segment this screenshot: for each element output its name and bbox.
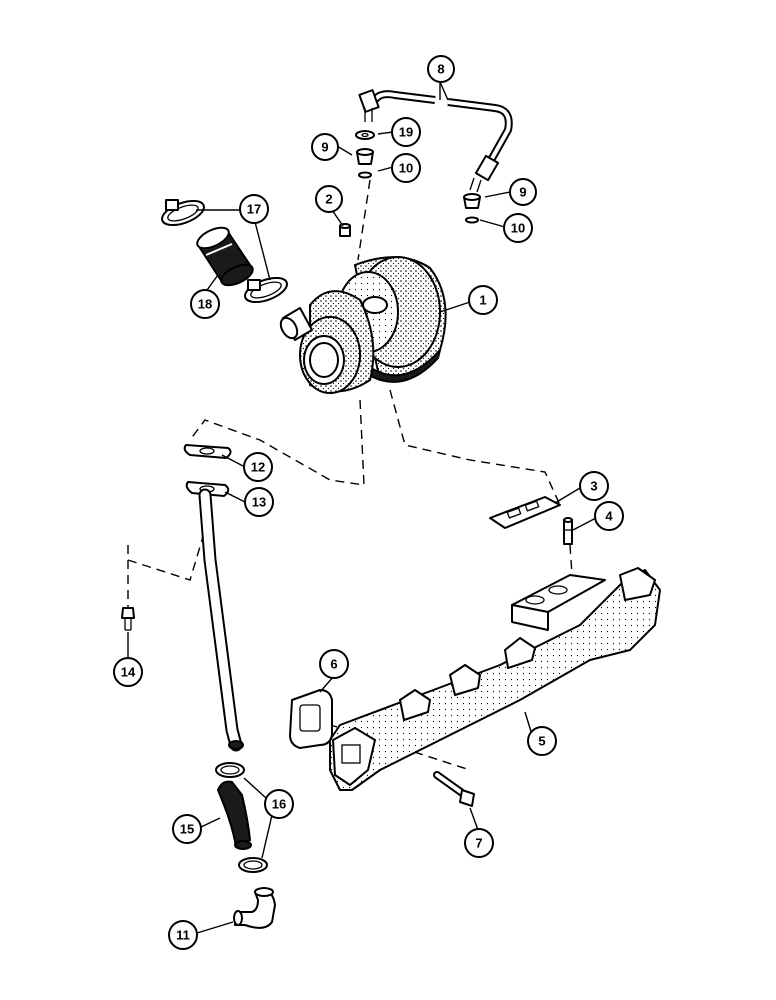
svg-text:14: 14 — [121, 665, 136, 680]
callout-3: 3 — [579, 471, 609, 501]
svg-text:9: 9 — [321, 140, 328, 155]
callout-17: 17 — [239, 194, 269, 224]
svg-text:18: 18 — [198, 297, 212, 312]
callout-4: 4 — [594, 501, 624, 531]
svg-text:19: 19 — [399, 125, 413, 140]
assembly-dashed-lines — [127, 179, 573, 771]
exhaust-manifold — [329, 567, 661, 791]
svg-text:5: 5 — [538, 734, 545, 749]
drain-hose-clamp-upper — [215, 762, 245, 778]
callout-10-left: 10 — [391, 153, 421, 183]
hose-clamp-upper — [161, 199, 205, 227]
callout-12: 12 — [243, 452, 273, 482]
callout-2: 2 — [315, 185, 343, 213]
drain-hose — [216, 780, 252, 850]
banjo-fitting-right — [463, 193, 481, 224]
callout-1: 1 — [468, 285, 498, 315]
intake-hose — [196, 226, 254, 287]
callout-13: 13 — [244, 487, 274, 517]
svg-text:17: 17 — [247, 202, 261, 217]
svg-text:8: 8 — [437, 62, 444, 77]
turbocharger — [279, 256, 447, 394]
callout-14: 14 — [113, 657, 143, 687]
end-flange-gasket — [289, 689, 333, 749]
callout-7: 7 — [464, 828, 494, 858]
oil-feed-pipe — [358, 89, 513, 193]
svg-text:15: 15 — [180, 822, 194, 837]
svg-text:7: 7 — [475, 836, 482, 851]
manifold-gasket — [489, 496, 561, 529]
svg-text:3: 3 — [590, 479, 597, 494]
oil-drain-tube — [198, 488, 244, 752]
bolt-short — [121, 607, 135, 631]
hose-clamp-lower — [244, 276, 288, 304]
svg-text:13: 13 — [252, 495, 266, 510]
svg-text:10: 10 — [399, 161, 413, 176]
svg-text:10: 10 — [511, 221, 525, 236]
callout-18: 18 — [190, 289, 220, 319]
callout-10-right: 10 — [503, 213, 533, 243]
svg-text:4: 4 — [605, 509, 613, 524]
banjo-fitting-left — [355, 130, 375, 179]
svg-text:12: 12 — [251, 460, 265, 475]
svg-text:16: 16 — [272, 797, 286, 812]
svg-text:6: 6 — [330, 657, 337, 672]
stud — [339, 223, 351, 237]
callout-15: 15 — [172, 814, 202, 844]
callout-6: 6 — [319, 649, 349, 679]
svg-text:9: 9 — [519, 185, 526, 200]
svg-text:2: 2 — [325, 192, 332, 207]
callout-16: 16 — [264, 789, 294, 819]
leader-lines — [127, 81, 597, 934]
callout-9-left: 9 — [311, 133, 339, 161]
callout-5: 5 — [527, 726, 557, 756]
svg-text:11: 11 — [176, 928, 190, 943]
dowel-pin — [563, 517, 573, 545]
flange-gasket-upper — [183, 444, 232, 459]
svg-text:1: 1 — [479, 293, 486, 308]
callout-11: 11 — [168, 920, 198, 950]
drain-elbow — [233, 887, 276, 929]
callout-9-right: 9 — [509, 178, 537, 206]
drain-hose-clamp-lower — [238, 857, 268, 873]
callout-19: 19 — [391, 117, 421, 147]
callout-8: 8 — [427, 55, 455, 83]
manifold-bolt — [433, 771, 475, 807]
